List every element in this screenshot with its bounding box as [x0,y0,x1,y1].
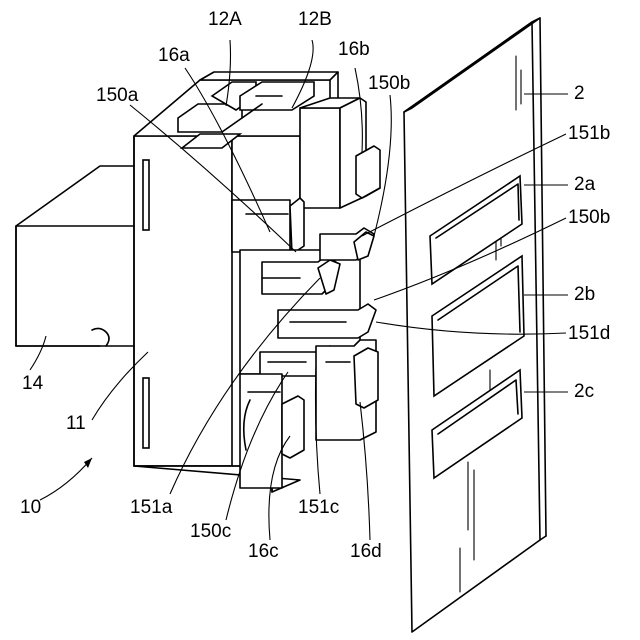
label-16c: 16c [248,542,279,561]
label-12B: 12B [298,10,332,29]
label-2a: 2a [574,175,595,194]
label-16b: 16b [338,40,370,59]
latch-16c [240,374,304,488]
tower-16b [300,98,380,208]
label-2c: 2c [574,382,594,401]
label-16a: 16a [158,46,190,65]
part-14 [16,166,140,346]
label-151a: 151a [130,498,172,517]
label-151d: 151d [568,324,610,343]
label-16d: 16d [350,542,382,561]
label-150b-mid: 150b [568,208,610,227]
label-2: 2 [574,84,585,103]
label-150c: 150c [190,522,231,541]
label-150a: 150a [96,86,138,105]
label-151c: 151c [298,498,339,517]
label-12A: 12A [208,10,242,29]
label-11: 11 [66,414,86,433]
label-10: 10 [20,498,41,517]
latch-16d [316,340,378,440]
label-14: 14 [22,374,43,393]
label-150b-top: 150b [368,74,410,93]
label-151b: 151b [568,124,610,143]
label-2b: 2b [574,285,595,304]
